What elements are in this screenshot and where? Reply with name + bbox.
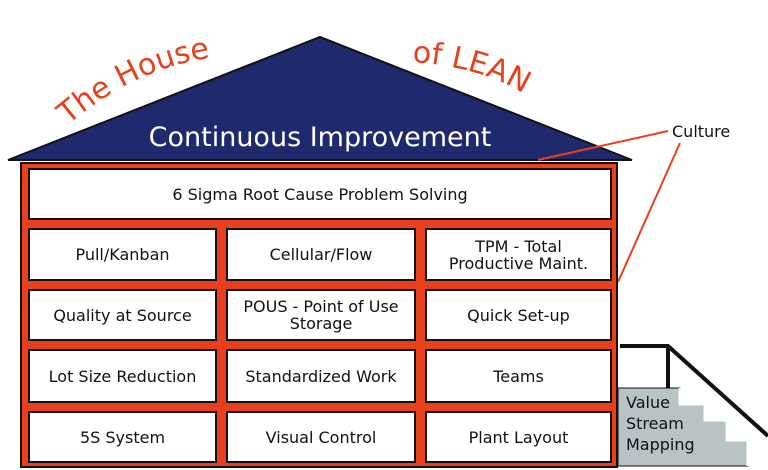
culture-line-roof <box>537 130 669 161</box>
pillar-box: Teams <box>425 349 612 403</box>
pillar-box: Quick Set-up <box>425 289 612 341</box>
pillar-box: Plant Layout <box>425 411 612 463</box>
roof <box>7 35 633 161</box>
foundation-box: 6 Sigma Root Cause Problem Solving <box>28 168 612 220</box>
pillar-box: Cellular/Flow <box>226 228 416 281</box>
culture-label: Culture <box>672 122 730 141</box>
pillar-box: Pull/Kanban <box>28 228 217 281</box>
culture-line-body <box>617 142 681 283</box>
pillar-box: 5S System <box>28 411 217 463</box>
pillar-box: Quality at Source <box>28 289 217 341</box>
stairs-steps <box>678 388 750 466</box>
pillar-box: TPM - Total Productive Maint. <box>425 228 612 281</box>
pillar-box: Standardized Work <box>226 349 416 403</box>
pillar-box: Lot Size Reduction <box>28 349 217 403</box>
roof-label: Continuous Improvement <box>149 122 492 153</box>
pillar-box: POUS - Point of Use Storage <box>226 289 416 341</box>
value-stream-mapping-label: Value Stream Mapping <box>626 393 695 454</box>
pillar-box: Visual Control <box>226 411 416 463</box>
